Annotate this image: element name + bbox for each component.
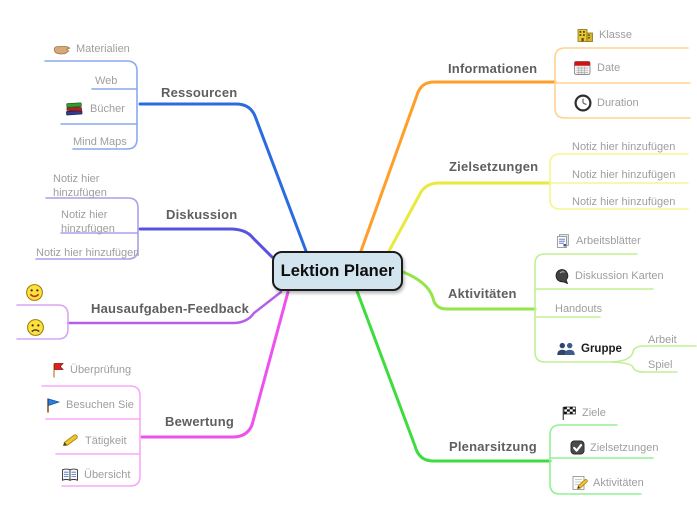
node-spiel[interactable]: Spiel	[648, 359, 672, 371]
root-node[interactable]: Lektion Planer	[272, 251, 403, 291]
smiley-happy-icon	[25, 283, 44, 302]
node-label: Tätigkeit	[85, 434, 127, 447]
node-feedback-negative[interactable]	[26, 318, 45, 337]
node-zielsetzungen-check[interactable]: Zielsetzungen	[570, 440, 659, 455]
node-label: Arbeit	[648, 334, 677, 346]
node-taetigkeit[interactable]: Tätigkeit	[61, 432, 127, 449]
node-diskussion-karten[interactable]: Diskussion Karten	[555, 268, 664, 284]
node-arbeitsblaetter[interactable]: Arbeitsblätter	[555, 233, 641, 249]
topic-informationen[interactable]: Informationen	[448, 61, 538, 76]
note-placeholder: Notiz hier hinzufügen	[572, 141, 676, 153]
node-ziele[interactable]: Ziele	[561, 405, 606, 421]
node-klasse[interactable]: Klasse	[576, 26, 632, 43]
node-label: Web	[95, 75, 118, 87]
smiley-sad-icon	[26, 318, 45, 337]
node-ziel-note-2[interactable]: Notiz hier hinzufügen	[572, 169, 675, 181]
node-besuchen-sie[interactable]: Besuchen Sie	[45, 396, 134, 414]
topic-diskussion[interactable]: Diskussion	[166, 207, 238, 222]
node-label: Handouts	[555, 303, 603, 315]
calendar-icon	[573, 59, 592, 76]
red-flag-icon	[51, 361, 65, 379]
node-date[interactable]: Date	[573, 59, 620, 76]
school-icon	[576, 26, 594, 43]
note-placeholder: Notiz hier hinzufügen	[53, 173, 107, 200]
node-label: Bücher	[90, 102, 125, 115]
topic-bewertung[interactable]: Bewertung	[165, 414, 234, 429]
node-label: Materialien	[76, 42, 130, 55]
branch-line-diskussion	[138, 227, 274, 259]
node-label: Arbeitsblätter	[576, 235, 641, 247]
node-label: Aktivitäten	[593, 477, 644, 489]
topic-zielsetzungen[interactable]: Zielsetzungen	[449, 159, 539, 174]
branch-line-informationen	[359, 80, 557, 253]
node-label: Übersicht	[84, 469, 131, 481]
node-label: Überprüfung	[70, 364, 132, 376]
note-placeholder: Notiz hier hinzufügen	[572, 196, 676, 208]
note-placeholder: Notiz hier hinzufügen	[61, 209, 115, 236]
note-placeholder: Notiz hier hinzufügen	[572, 169, 676, 181]
node-label: Klasse	[599, 28, 633, 41]
node-mind-maps[interactable]: Mind Maps	[73, 136, 127, 148]
blue-flag-icon	[45, 396, 61, 414]
worksheets-icon	[555, 233, 571, 249]
topic-aktivitaeten[interactable]: Aktivitäten	[448, 286, 517, 301]
branch-line-zielsetzungen	[387, 181, 552, 253]
hand-icon	[53, 42, 71, 55]
topic-ressourcen[interactable]: Ressourcen	[161, 85, 238, 100]
node-handouts[interactable]: Handouts	[555, 303, 602, 315]
node-ueberpruefung[interactable]: Überprüfung	[51, 361, 131, 379]
open-book-icon	[61, 468, 79, 482]
node-label: Ziele	[582, 407, 606, 419]
discussion-cards-icon	[555, 268, 570, 284]
group-icon	[556, 342, 576, 356]
node-ziel-note-1[interactable]: Notiz hier hinzufügen	[572, 141, 675, 153]
node-web[interactable]: Web	[95, 75, 117, 87]
node-label: Besuchen Sie	[66, 399, 134, 411]
note-placeholder: Notiz hier hinzufügen	[36, 247, 140, 259]
node-materialien[interactable]: Materialien	[53, 42, 130, 55]
branch-line-aktivitaeten	[401, 270, 537, 311]
topic-hausaufgaben-feedback[interactable]: Hausaufgaben-Feedback	[91, 301, 250, 316]
branch-line-ressourcen	[138, 102, 308, 253]
node-label: Zielsetzungen	[590, 441, 659, 454]
node-ziel-note-3[interactable]: Notiz hier hinzufügen	[572, 196, 675, 208]
edit-note-icon	[571, 475, 588, 491]
node-label: Mind Maps	[73, 136, 127, 148]
checkered-flag-icon	[561, 405, 577, 421]
node-buecher[interactable]: Bücher	[64, 100, 125, 117]
node-arbeit[interactable]: Arbeit	[648, 334, 677, 346]
node-gruppe[interactable]: Gruppe	[556, 342, 622, 356]
topic-plenarsitzung[interactable]: Plenarsitzung	[449, 439, 537, 454]
node-label: Spiel	[648, 359, 673, 371]
branch-line-bewertung	[140, 290, 290, 439]
node-label: Gruppe	[581, 343, 622, 355]
branch-line-hausaufgaben	[66, 290, 283, 325]
check-icon	[570, 440, 585, 455]
node-diskussion-note-2[interactable]: Notiz hier hinzufügen	[61, 208, 127, 237]
books-icon	[64, 100, 85, 117]
node-aktivitaeten-note[interactable]: Aktivitäten	[571, 475, 644, 491]
node-uebersicht[interactable]: Übersicht	[61, 468, 130, 482]
clock-icon	[574, 94, 592, 112]
node-diskussion-note-3[interactable]: Notiz hier hinzufügen	[36, 247, 139, 259]
node-duration[interactable]: Duration	[574, 94, 639, 112]
node-label: Diskussion Karten	[575, 270, 664, 282]
node-label: Duration	[597, 97, 639, 109]
pencil-icon	[61, 432, 80, 449]
node-label: Date	[597, 61, 621, 74]
branch-line-plenarsitzung	[355, 289, 552, 463]
node-feedback-positive[interactable]	[25, 283, 44, 302]
root-node-title: Lektion Planer	[280, 261, 395, 280]
node-diskussion-note-1[interactable]: Notiz hier hinzufügen	[53, 172, 119, 201]
